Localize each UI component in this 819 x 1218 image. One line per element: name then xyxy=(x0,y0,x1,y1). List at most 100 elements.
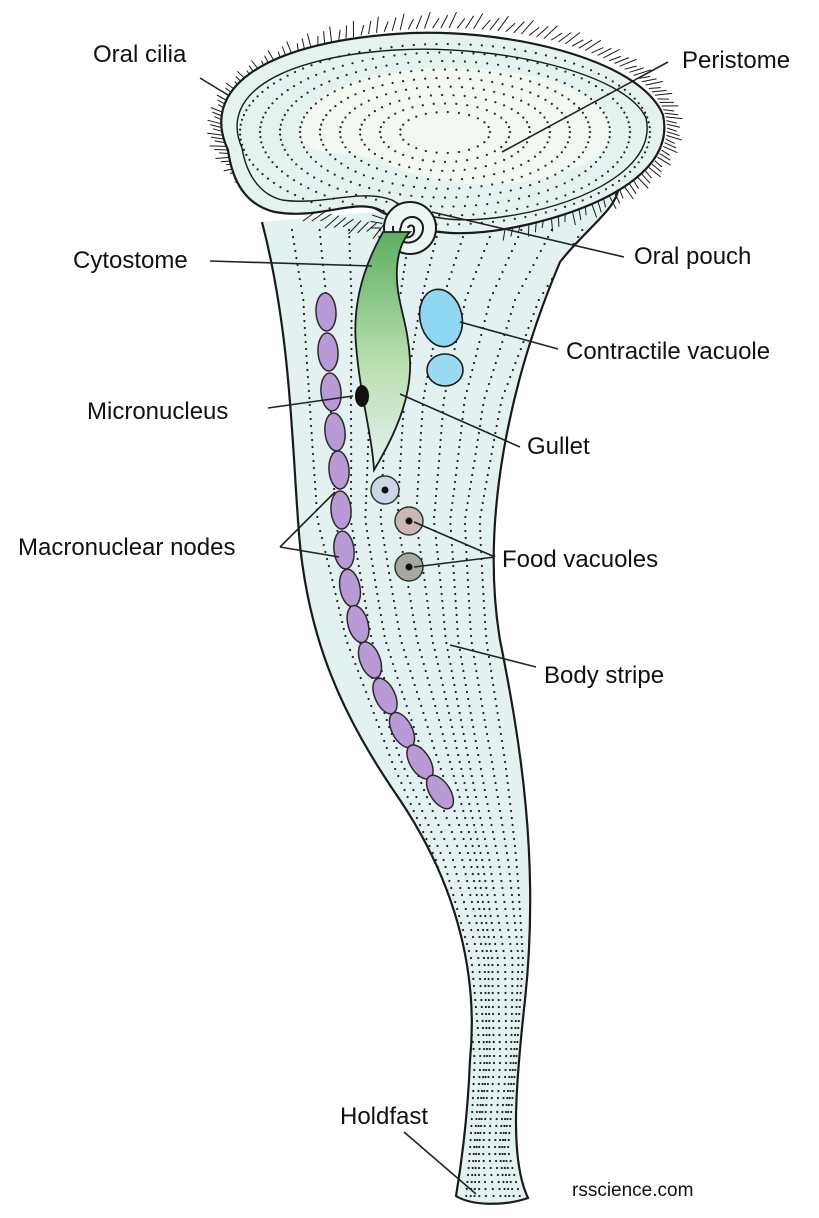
stripe-dot xyxy=(472,467,474,469)
stripe-dot xyxy=(469,1153,471,1155)
peristome-dot xyxy=(492,45,494,47)
stripe-dot xyxy=(456,747,458,749)
peristome-dot xyxy=(359,128,361,130)
stripe-dot xyxy=(475,740,477,742)
stripe-dot xyxy=(494,1146,496,1148)
peristome-dot xyxy=(620,107,622,109)
stripe-dot xyxy=(489,1048,491,1050)
peristome-dot xyxy=(543,116,545,118)
stripe-dot xyxy=(349,257,351,259)
peristome-dot xyxy=(430,60,432,62)
stripe-dot xyxy=(448,656,450,658)
stripe-dot xyxy=(451,726,453,728)
stripe-dot xyxy=(547,285,549,287)
contractile-vacuole-small xyxy=(427,354,463,386)
stripe-dot xyxy=(461,859,463,861)
stripe-dot xyxy=(453,572,455,574)
peristome-dot xyxy=(365,69,367,71)
stripe-dot xyxy=(486,950,488,952)
stripe-dot xyxy=(326,558,328,560)
stripe-dot xyxy=(496,908,498,910)
stripe-dot xyxy=(433,747,435,749)
stripe-dot xyxy=(495,1160,497,1162)
stripe-dot xyxy=(346,642,348,644)
peristome-dot xyxy=(268,107,270,109)
peristome-dot xyxy=(616,102,618,104)
label-micronucleus: Micronucleus xyxy=(87,398,228,425)
peristome-dot xyxy=(315,74,317,76)
stripe-dot xyxy=(476,1013,478,1015)
stripe-dot xyxy=(511,992,513,994)
stripe-dot xyxy=(465,684,467,686)
stripe-dot xyxy=(437,663,439,665)
stripe-dot xyxy=(442,775,444,777)
stripe-dot xyxy=(480,698,482,700)
stripe-dot xyxy=(480,509,482,511)
stripe-dot xyxy=(473,985,475,987)
stripe-dot xyxy=(498,1034,500,1036)
stripe-dot xyxy=(517,236,519,238)
peristome-dot xyxy=(307,92,309,94)
label-body-stripe: Body stripe xyxy=(544,662,664,689)
peristome-dot xyxy=(511,155,513,157)
stripe-dot xyxy=(412,789,414,791)
peristome-dot xyxy=(355,171,357,173)
stripe-dot xyxy=(493,1041,495,1043)
peristome-dot xyxy=(508,65,510,67)
peristome-dot xyxy=(589,126,591,128)
stripe-dot xyxy=(469,614,471,616)
stripe-dot xyxy=(507,1090,509,1092)
peristome-dot xyxy=(329,154,331,156)
stripe-dot xyxy=(500,1125,502,1127)
stripe-dot xyxy=(436,488,438,490)
stripe-dot xyxy=(468,831,470,833)
peristome-dot xyxy=(385,93,387,95)
stripe-dot xyxy=(309,404,311,406)
stripe-dot xyxy=(348,236,350,238)
peristome-dot xyxy=(455,160,457,162)
cilium xyxy=(433,18,439,28)
stripe-dot xyxy=(424,390,426,392)
stripe-dot xyxy=(522,964,524,966)
stripe-dot xyxy=(400,292,402,294)
peristome-dot xyxy=(388,192,390,194)
stripe-dot xyxy=(481,1090,483,1092)
stripe-dot xyxy=(310,425,312,427)
stripe-dot xyxy=(482,1020,484,1022)
cilium xyxy=(649,168,661,178)
stripe-dot xyxy=(485,943,487,945)
cilium xyxy=(655,93,672,95)
stripe-dot xyxy=(502,1174,504,1176)
peristome-dot xyxy=(578,90,580,92)
peristome-dot xyxy=(486,109,488,111)
cilium xyxy=(629,68,644,73)
cilium xyxy=(666,135,681,140)
peristome-dot xyxy=(595,102,597,104)
stripe-dot xyxy=(522,957,524,959)
stripe-dot xyxy=(499,1153,501,1155)
cilium xyxy=(400,14,404,30)
stripe-dot xyxy=(460,656,462,658)
peristome-dot xyxy=(390,46,392,48)
stripe-dot xyxy=(370,558,372,560)
stripe-dot xyxy=(377,600,379,602)
stripe-dot xyxy=(500,404,502,406)
peristome-dot xyxy=(511,179,513,181)
stripe-dot xyxy=(392,593,394,595)
stripe-dot xyxy=(499,873,501,875)
peristome-dot xyxy=(374,153,376,155)
stripe-dot xyxy=(420,439,422,441)
stripe-dot xyxy=(529,271,531,273)
stripe-dot xyxy=(517,957,519,959)
stripe-dot xyxy=(547,236,549,238)
stripe-dot xyxy=(481,922,483,924)
stripe-dot xyxy=(497,712,499,714)
peristome-dot xyxy=(483,89,485,91)
stripe-dot xyxy=(497,992,499,994)
stripe-dot xyxy=(470,957,472,959)
peristome-dot xyxy=(564,182,566,184)
peristome-dot xyxy=(649,131,651,133)
peristome-dot xyxy=(294,71,296,73)
peristome-dot xyxy=(529,172,531,174)
stripe-dot xyxy=(502,1104,504,1106)
